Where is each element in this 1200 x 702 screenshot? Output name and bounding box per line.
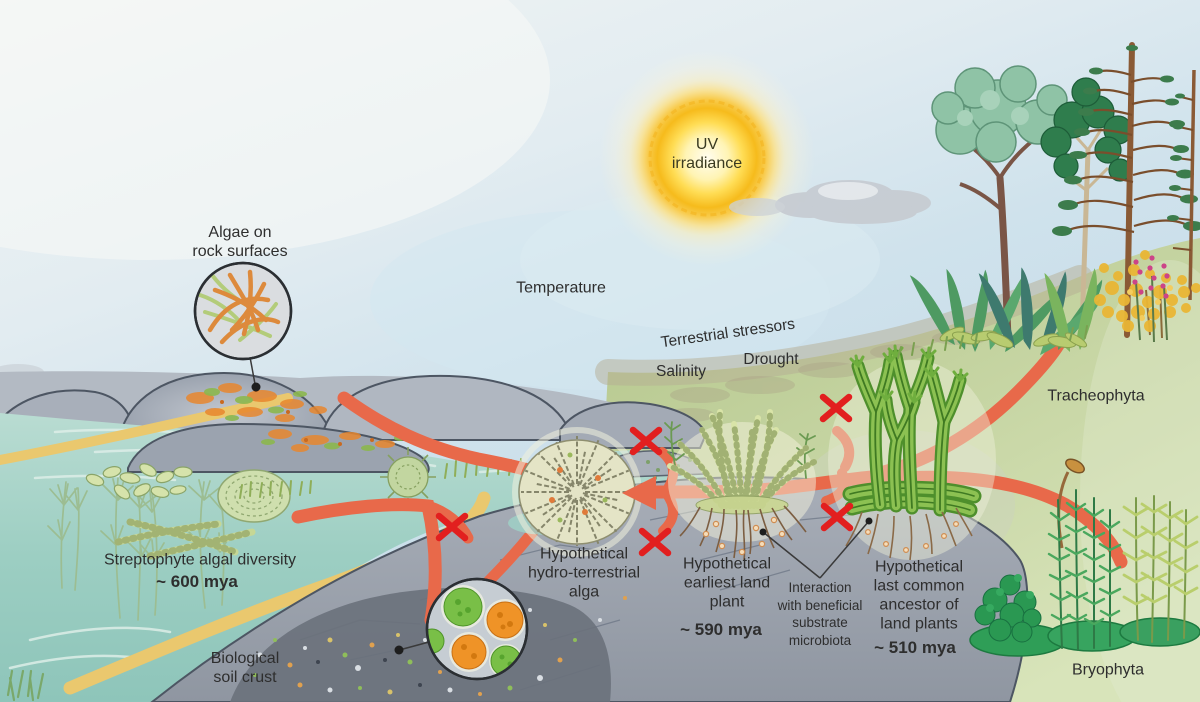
- x-icon: [629, 426, 663, 456]
- pink-flowers: [1132, 255, 1170, 343]
- label-earliest-land-plant-mya: ~ 590 mya: [680, 619, 762, 639]
- last-common-ancestor-illustration: [828, 344, 996, 561]
- label-hydro-terrestrial-alga: Hypothetical hydro-terrestrial alga: [527, 545, 641, 601]
- x-icon: [820, 502, 854, 532]
- magnifier-algae-on-rocks: [193, 261, 293, 392]
- magnifier-soil-crust: [394, 577, 529, 681]
- label-last-common-ancestor: Hypothetical last common ancestor of lan…: [873, 558, 965, 632]
- label-algae-on-rock-surfaces: Algae on rock surfaces: [192, 224, 288, 260]
- soil-crust-speckles: [253, 596, 627, 696]
- lca-roots: [845, 507, 973, 561]
- earliest-land-plant-illustration: [664, 412, 816, 561]
- extinction-x-icons: [435, 393, 854, 557]
- x-icon: [819, 393, 853, 423]
- yellow-shrub: [1094, 250, 1200, 339]
- label-streptophyte-algal-diversity: Streptophyte algal diversity: [103, 551, 297, 569]
- x-icon: [638, 527, 672, 557]
- clouds: [0, 180, 931, 380]
- streptophyte-algae: [6, 447, 566, 702]
- label-biological-soil-crust: Biological soil crust: [210, 650, 280, 686]
- label-interaction-microbiota: Interaction with beneficial substrate mi…: [777, 579, 863, 648]
- bryophyta-moss: [969, 489, 1200, 657]
- label-uv-irradiance: UV irradiance: [671, 136, 743, 172]
- spiky-disc-alga: [380, 447, 436, 506]
- label-tracheophyta: Tracheophyta: [1047, 387, 1145, 405]
- hydro-terrestrial-alga-illustration: [508, 427, 642, 557]
- label-salinity: Salinity: [656, 362, 706, 380]
- algae-on-rocks-patches: [186, 383, 406, 452]
- interaction-leader-lines: [759, 517, 873, 579]
- land-plant-roots: [679, 505, 807, 561]
- label-earliest-land-plant: Hypothetical earliest land plant: [682, 555, 772, 611]
- disc-colony-alga: [217, 469, 291, 523]
- tracheophyta-trees: [897, 42, 1200, 362]
- microbiota-dots: [702, 516, 786, 556]
- label-bryophyta: Bryophyta: [1071, 661, 1145, 679]
- x-icon: [435, 512, 469, 542]
- far-right-conifer: [1167, 69, 1196, 301]
- label-drought: Drought: [743, 350, 799, 368]
- label-temperature: Temperature: [516, 279, 606, 297]
- label-streptophyte-mya: ~ 600 mya: [156, 571, 238, 591]
- label-lca-mya: ~ 510 mya: [874, 637, 956, 657]
- sand-bank-upper: [0, 393, 293, 465]
